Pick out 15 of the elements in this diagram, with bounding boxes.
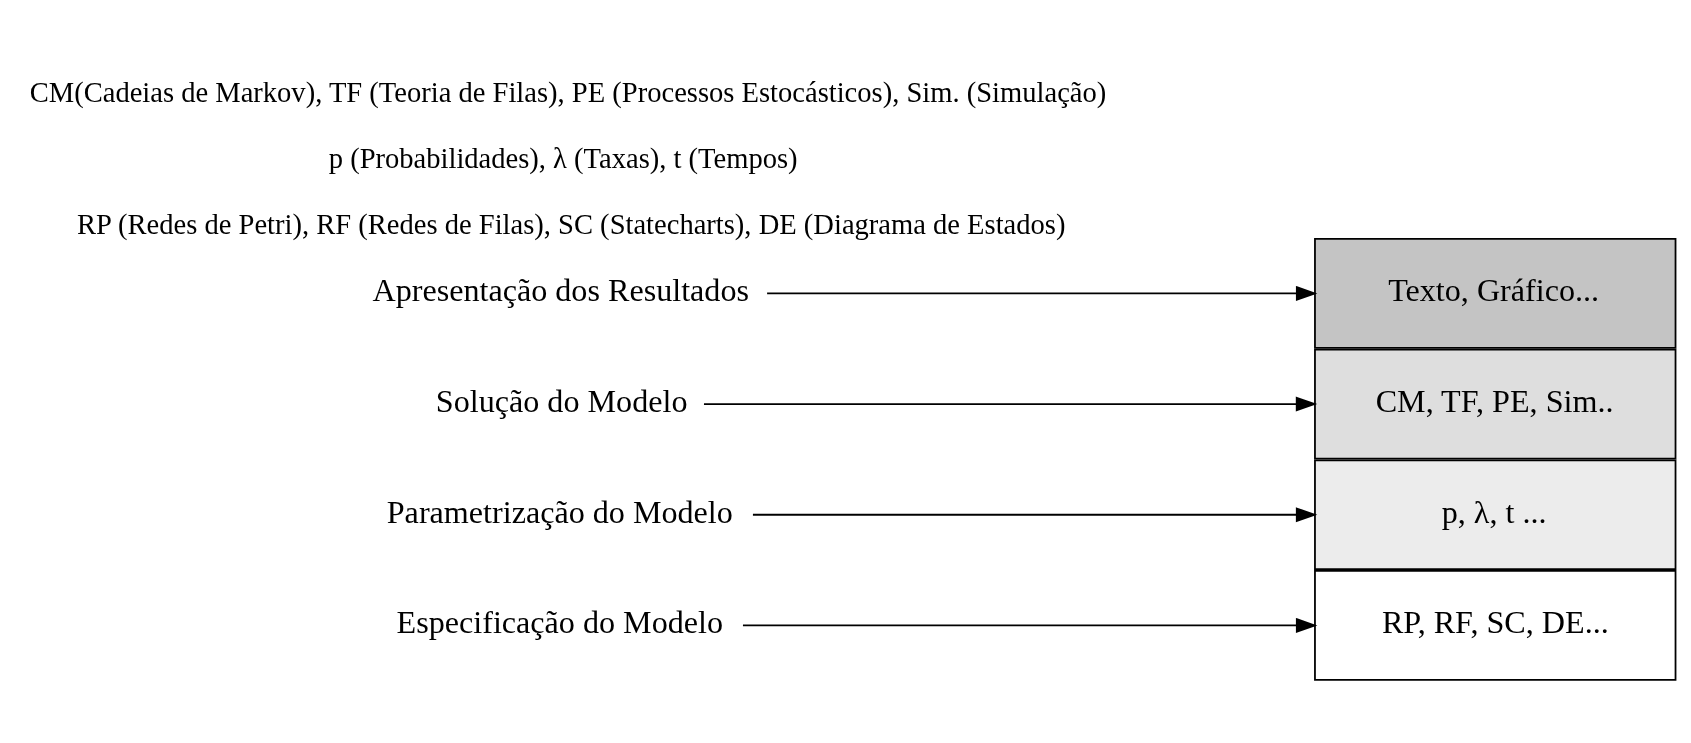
arrow [703,396,1318,412]
node-text: Apresentação dos Resultados [372,272,749,309]
arrow [766,285,1318,301]
node-box: p, λ, t ... [1314,459,1677,571]
node-text: Especificação do Modelo [396,604,724,641]
node-box: Texto, Gráfico... [1314,238,1677,349]
node-box: RP, RF, SC, DE... [1314,570,1677,681]
arrow [752,507,1318,523]
node-box: CM, TF, PE, Sim.. [1314,348,1677,460]
node-text: Parametrização do Modelo [386,493,733,530]
node-text: Solução do Modelo [435,382,688,419]
arrow [742,617,1318,633]
label: CM(Cadeias de Markov), TF (Teoria de Filas), PE (Processos Estocásticos), Sim. (Simulação) [29,77,1107,109]
label: p (Probabilidades), λ (Taxas), t (Tempos) [328,143,798,175]
label: RP (Redes de Petri), RF (Redes de Filas), SC (Statecharts), DE (Diagrama de Estados) [77,209,1066,241]
